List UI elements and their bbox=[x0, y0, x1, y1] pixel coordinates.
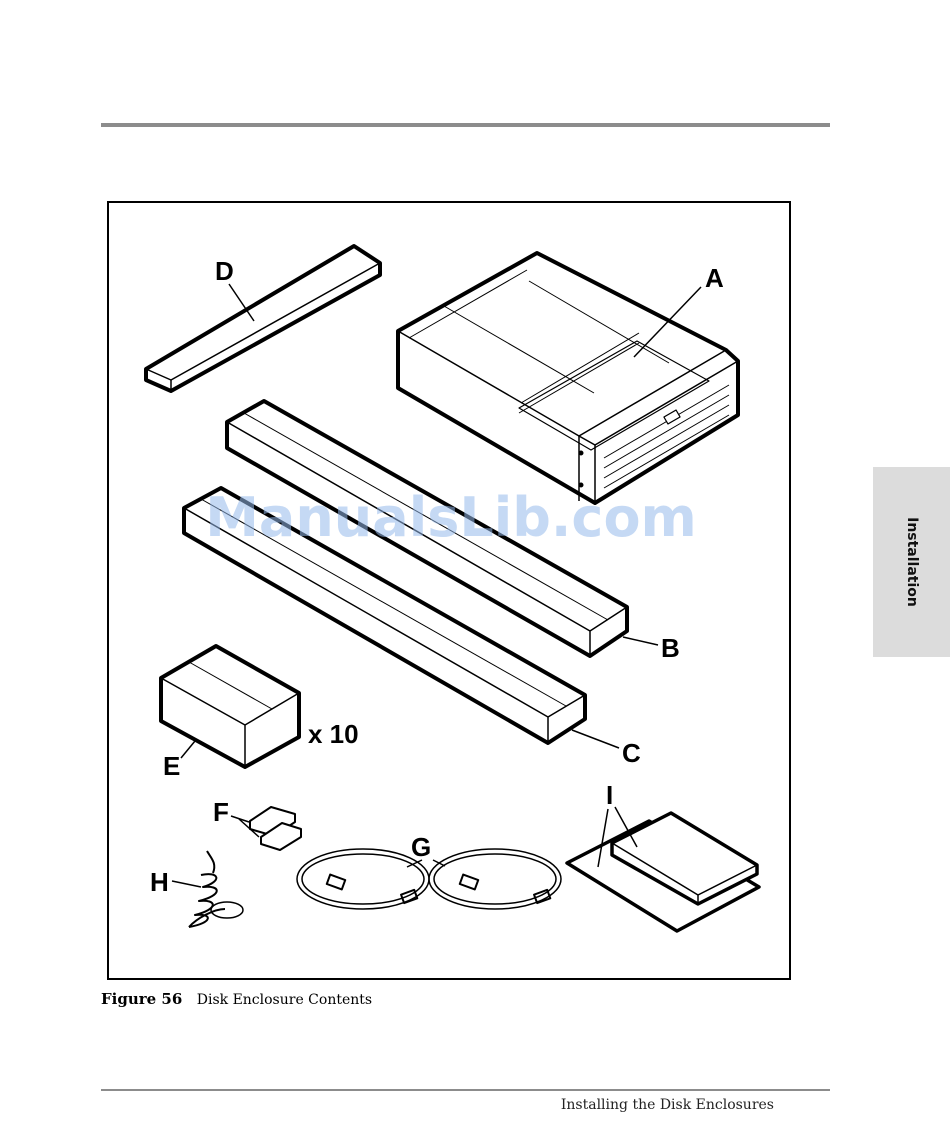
callout-label-d: D bbox=[215, 256, 234, 286]
footer-section-title: Installing the Disk Enclosures bbox=[561, 1097, 774, 1113]
callout-label-a: A bbox=[705, 263, 724, 293]
header-rule bbox=[101, 123, 830, 127]
coiled-cable-h-illustration bbox=[189, 851, 243, 927]
callout-label-g: G bbox=[411, 832, 431, 862]
disk-enclosure-a-illustration bbox=[398, 253, 738, 503]
callout-label-h: H bbox=[150, 867, 169, 897]
callout-label-c: C bbox=[622, 738, 641, 768]
figure-caption: Figure 56 Disk Enclosure Contents bbox=[101, 990, 372, 1008]
section-side-tab[interactable]: Installation bbox=[873, 467, 950, 657]
footer-rule bbox=[101, 1089, 830, 1091]
rail-bar-d-illustration bbox=[146, 246, 380, 391]
callout-label-i: I bbox=[606, 780, 613, 810]
quantity-note: x 10 bbox=[308, 719, 359, 749]
figure-illustration: D A B C x 10 E F G H I bbox=[109, 203, 789, 978]
connectors-f-illustration bbox=[250, 807, 301, 850]
figure-frame: D A B C x 10 E F G H I ManualsLib.com bbox=[107, 201, 791, 980]
callout-label-f: F bbox=[213, 797, 229, 827]
figure-number: Figure 56 bbox=[101, 990, 182, 1008]
figure-title: Disk Enclosure Contents bbox=[197, 992, 372, 1008]
manuals-i-illustration bbox=[567, 813, 759, 931]
side-tab-label: Installation bbox=[904, 517, 920, 607]
small-box-e-illustration bbox=[161, 646, 299, 767]
callout-label-e: E bbox=[163, 751, 180, 781]
callout-label-b: B bbox=[661, 633, 680, 663]
